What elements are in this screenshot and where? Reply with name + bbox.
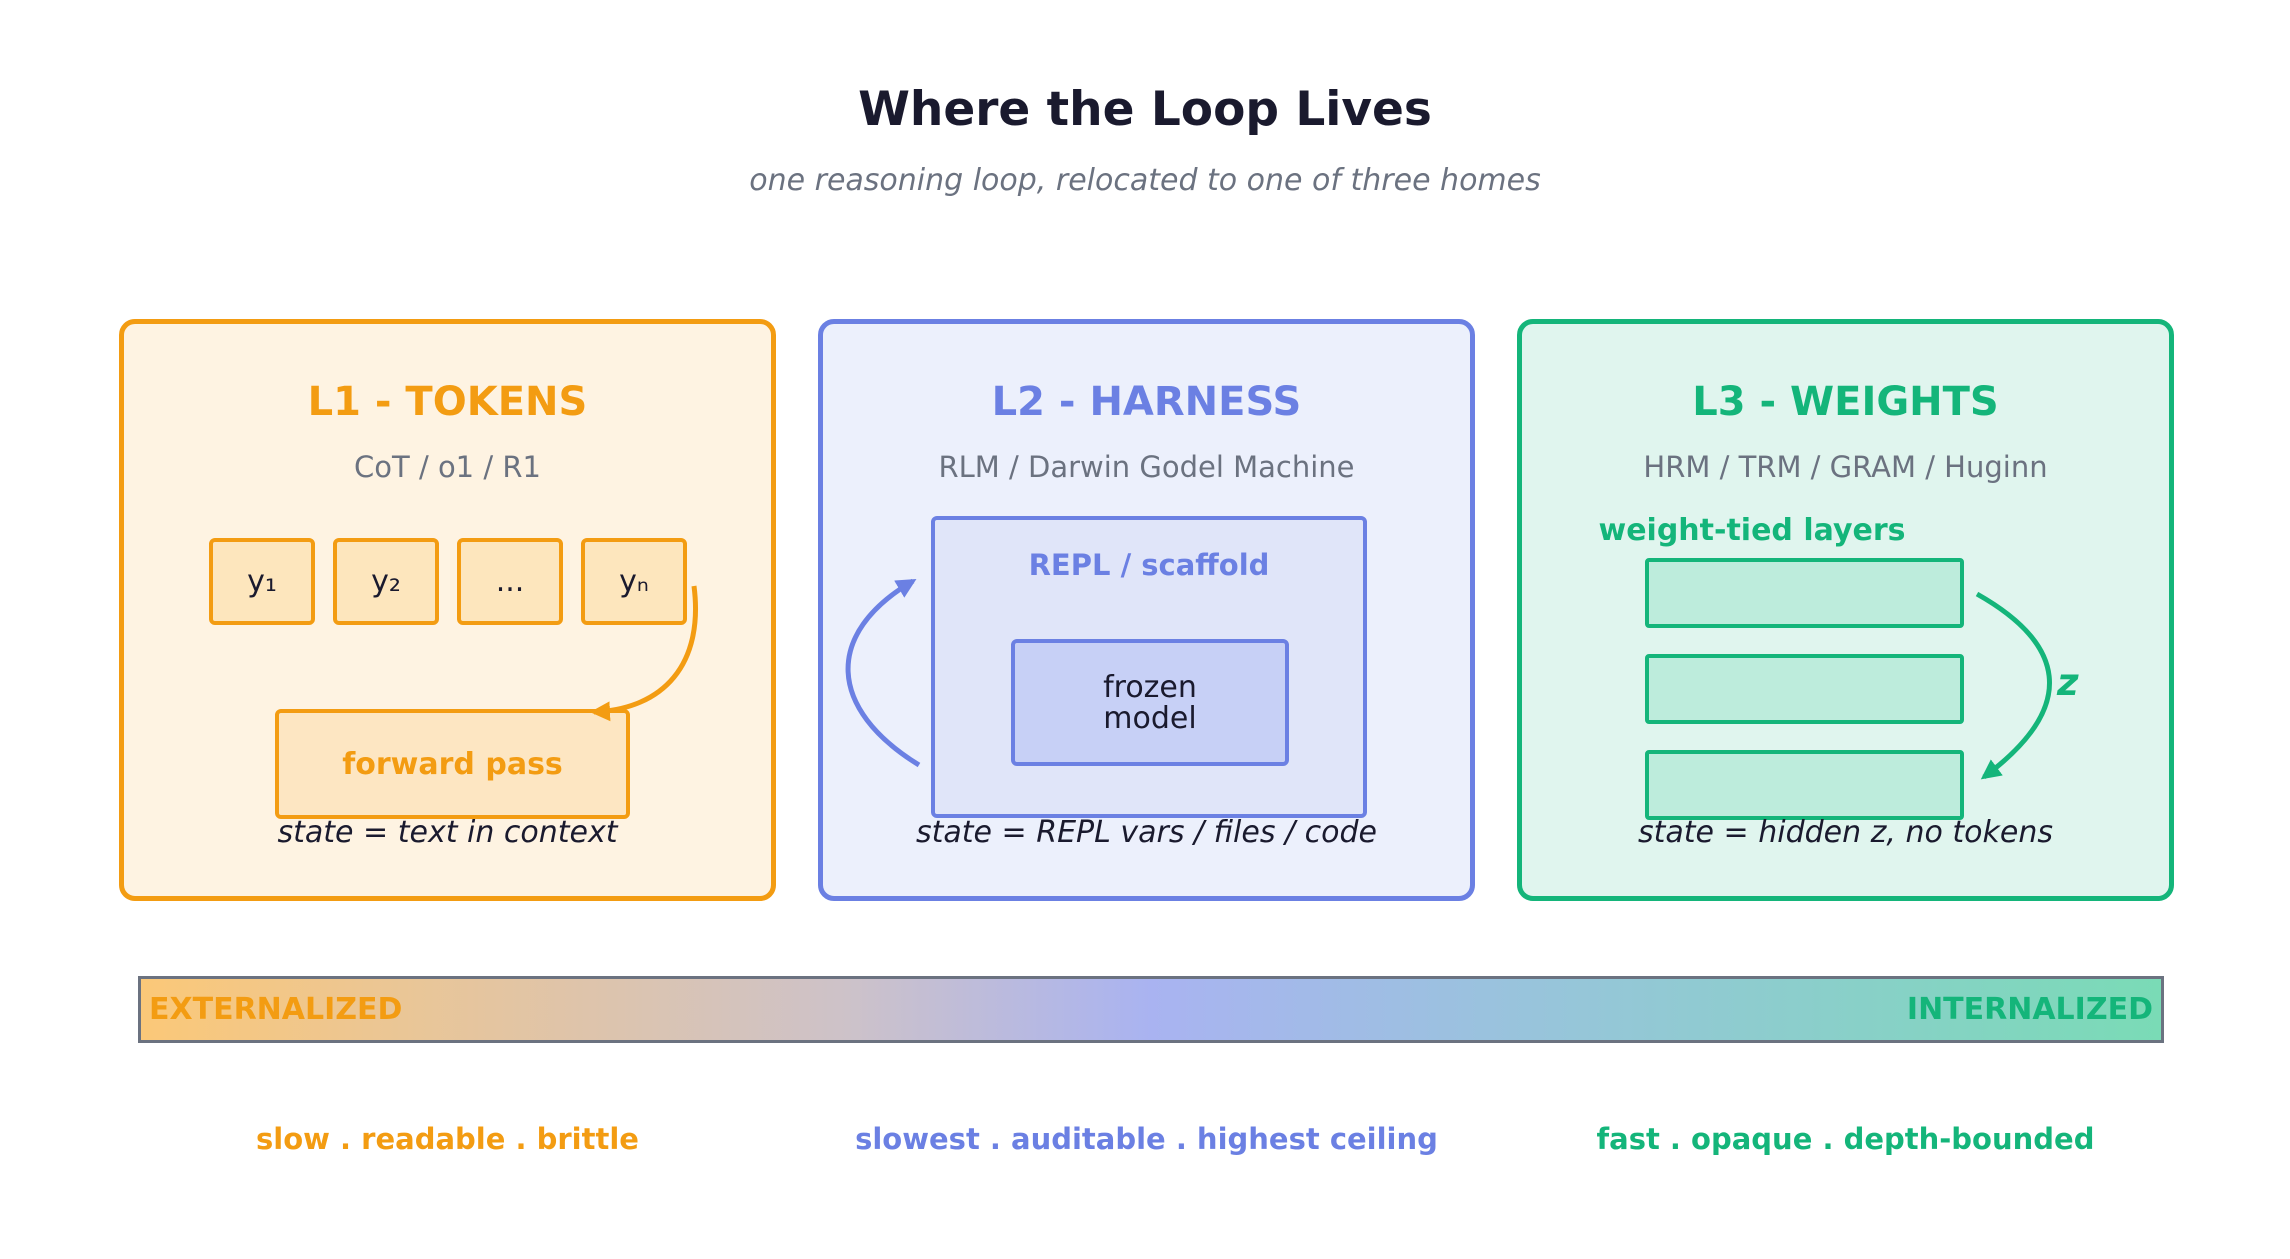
panel-l1-tokens: L1 - TOKENS CoT / o1 / R1 y₁ y₂ ... yₙ f… xyxy=(119,319,776,901)
frozen-model-box: frozen model xyxy=(1011,639,1289,766)
panel-l2-examples: RLM / Darwin Godel Machine xyxy=(938,450,1355,484)
panel-l3-examples: HRM / TRM / GRAM / Huginn xyxy=(1643,450,2048,484)
hidden-state-z-label: z xyxy=(2057,661,2079,704)
panel-l2-title: L2 - HARNESS xyxy=(991,379,1302,425)
spectrum-right-label: INTERNALIZED xyxy=(1906,992,2153,1027)
panel-l3-weights: L3 - WEIGHTS HRM / TRM / GRAM / Huginn w… xyxy=(1517,319,2174,901)
tradeoff-l1: slow . readable . brittle xyxy=(256,1122,639,1156)
feedback-arrow-l1 xyxy=(590,585,698,722)
page-subtitle: one reasoning loop, relocated to one of … xyxy=(749,163,1541,198)
token-box-2: y₂ xyxy=(333,538,439,625)
panel-l3-state: state = hidden z, no tokens xyxy=(1638,815,2053,850)
spectrum-left-label: EXTERNALIZED xyxy=(149,992,403,1027)
token-box-ellipsis: ... xyxy=(457,538,563,625)
layer-box-3 xyxy=(1645,750,1964,820)
panel-l3-title: L3 - WEIGHTS xyxy=(1692,379,1999,425)
externalized-internalized-spectrum: EXTERNALIZED INTERNALIZED xyxy=(138,976,2164,1043)
panel-l1-title: L1 - TOKENS xyxy=(307,379,588,425)
forward-pass-box: forward pass xyxy=(275,709,630,819)
weight-tied-layers-label: weight-tied layers xyxy=(1598,513,1906,548)
panel-l2-state: state = REPL vars / files / code xyxy=(916,815,1377,850)
repl-scaffold-label: REPL / scaffold xyxy=(1028,548,1270,582)
tradeoff-l2: slowest . auditable . highest ceiling xyxy=(855,1122,1438,1156)
panel-l2-harness: L2 - HARNESS RLM / Darwin Godel Machine … xyxy=(818,319,1475,901)
panel-l1-state: state = text in context xyxy=(277,815,618,850)
token-box-1: y₁ xyxy=(209,538,315,625)
layer-box-2 xyxy=(1645,654,1964,724)
feedback-arrow-l2 xyxy=(845,578,921,768)
tradeoff-l3: fast . opaque . depth-bounded xyxy=(1596,1122,2095,1156)
recurrence-arrow-l3 xyxy=(1975,591,2052,780)
panel-l1-examples: CoT / o1 / R1 xyxy=(354,450,541,484)
page-title: Where the Loop Lives xyxy=(858,82,1432,137)
repl-scaffold-box: REPL / scaffold frozen model xyxy=(931,516,1367,818)
layer-box-1 xyxy=(1645,558,1964,628)
token-box-n: yₙ xyxy=(581,538,687,625)
